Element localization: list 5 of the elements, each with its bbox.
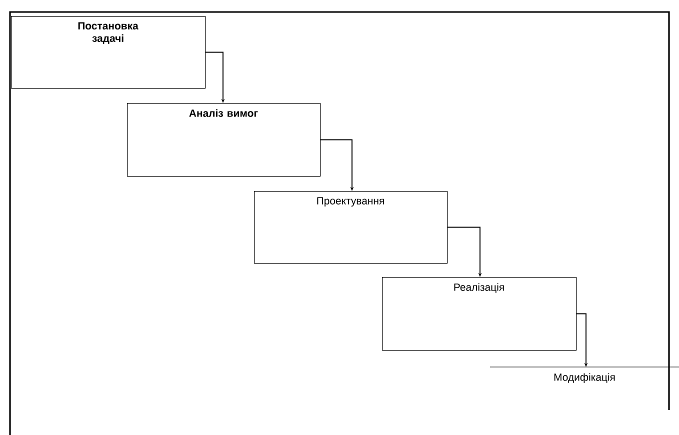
stage-label: Модифікація xyxy=(490,366,679,383)
process-box: Проектування xyxy=(254,191,448,264)
process-box: Реалізація xyxy=(382,277,577,351)
process-box: Постановка задачі xyxy=(11,16,206,89)
process-box: Аналіз вимог xyxy=(127,103,321,177)
